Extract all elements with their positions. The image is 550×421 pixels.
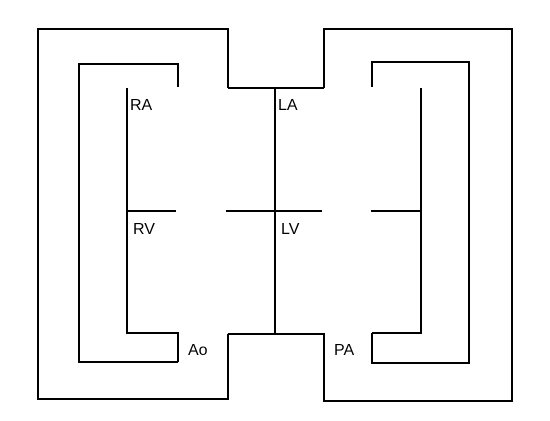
label-pa: PA <box>334 342 354 359</box>
label-ao: Ao <box>188 342 208 359</box>
right-outer-loop <box>323 28 513 402</box>
label-lv: LV <box>281 221 300 238</box>
left-outer-loop <box>37 28 229 400</box>
label-la: LA <box>278 97 298 114</box>
right-inner-vertical <box>372 88 422 334</box>
right-inner-bracket-top <box>371 61 470 364</box>
label-rv: RV <box>133 221 155 238</box>
label-ra: RA <box>130 97 153 114</box>
left-inner-bracket-top <box>78 63 179 363</box>
